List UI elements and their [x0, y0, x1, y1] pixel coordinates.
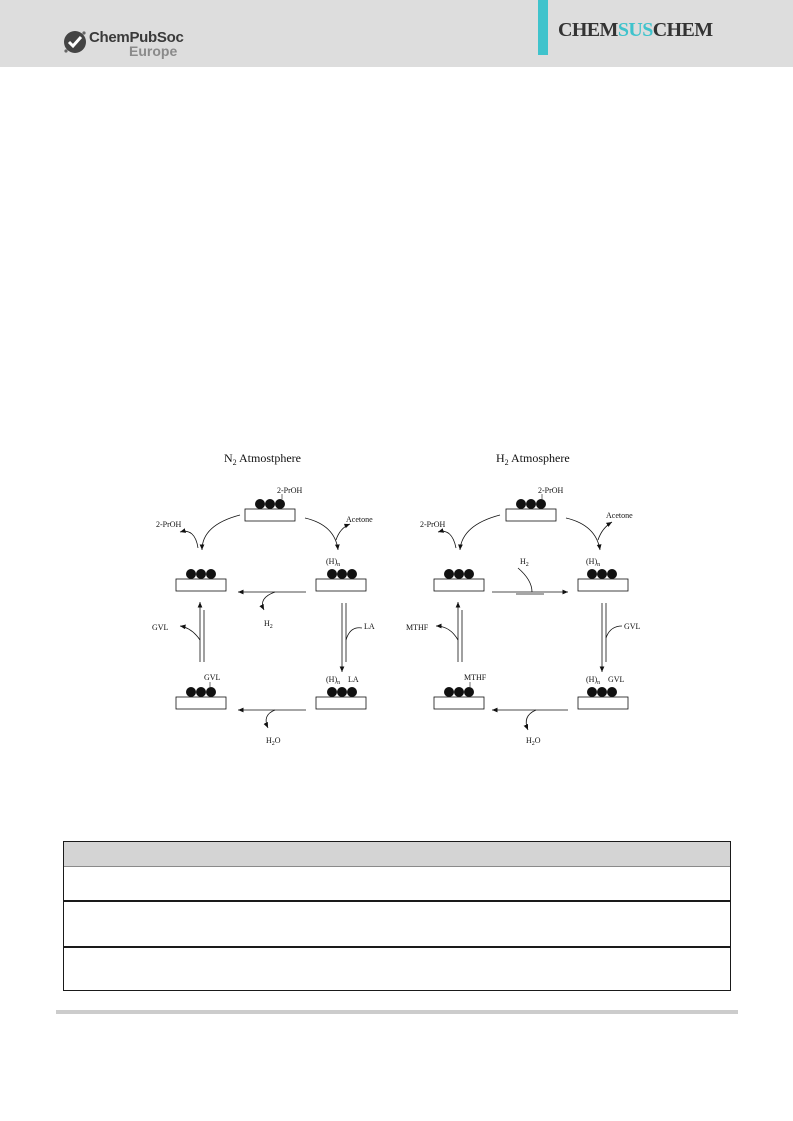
publisher-region: Europe: [129, 43, 178, 59]
n2-h2-label: H2: [264, 619, 273, 630]
h2-bottom-gvl-label: GVL: [608, 675, 625, 684]
catalyst-top-left: [244, 494, 296, 522]
catalyst-top-right-cycle: [505, 494, 557, 522]
publisher-name: ChemPubSoc: [89, 29, 184, 46]
h2-title: H2 Atmosphere: [496, 451, 570, 467]
n2-cycle: N2 Atmostphere 2-PrOH 2-PrOH Acetone (H)…: [152, 451, 375, 747]
table-rule: [64, 946, 730, 948]
h2-uptake-label: H2: [520, 557, 529, 568]
n2-left-in-label: 2-PrOH: [156, 520, 182, 529]
n2-hydride-label: (H)n: [326, 557, 340, 568]
h2-mthf-out-label: MTHF: [406, 623, 429, 632]
journal-title[interactable]: CHEMSUSCHEM: [558, 19, 713, 42]
catalyst-bottom-right: [315, 687, 367, 710]
journal-suffix: CHEM: [652, 19, 713, 41]
catalyst-bottom-right-h2: [577, 687, 629, 710]
journal-middle: SUS: [617, 19, 653, 41]
h2-water-label: H2O: [526, 736, 541, 747]
h2-bottom-hydride-label: (H)n: [586, 675, 600, 686]
catalyst-mid-left: [175, 569, 227, 592]
n2-gvl-out-label: GVL: [152, 623, 169, 632]
accent-bar: [538, 0, 548, 55]
n2-bottom-gvl-label: GVL: [204, 673, 221, 682]
reaction-scheme: N2 Atmostphere 2-PrOH 2-PrOH Acetone (H)…: [152, 451, 641, 747]
n2-bottom-la-label: LA: [348, 675, 359, 684]
catalyst-bottom-left-h2: [433, 682, 485, 710]
publisher-logo[interactable]: ChemPubSoc Europe: [62, 26, 202, 60]
h2-cycle: H2 Atmosphere 2-PrOH 2-PrOH Acetone (H)n…: [406, 451, 641, 747]
h2-bottom-mthf-label: MTHF: [464, 673, 487, 682]
caption-table-header: [64, 842, 730, 867]
table-rule: [64, 900, 730, 902]
n2-acetone-label: Acetone: [346, 515, 373, 524]
n2-water-label: H2O: [266, 736, 281, 747]
n2-arrow-in-2: [179, 528, 199, 549]
n2-la-in-label: LA: [364, 622, 375, 631]
catalyst-mid-right: [315, 569, 367, 592]
n2-title: N2 Atmostphere: [224, 451, 301, 467]
catalyst-mid-left-h2: [433, 569, 485, 592]
h2-hydride-label: (H)n: [586, 557, 600, 568]
catalyst-mid-right-h2: [577, 569, 629, 592]
journal-prefix: CHEM: [558, 19, 618, 41]
n2-top-label: 2-PrOH: [277, 486, 303, 495]
caption-table: [63, 841, 731, 991]
n2-bottom-hydride-label: (H)n: [326, 675, 340, 686]
h2-acetone-label: Acetone: [606, 511, 633, 520]
h2-gvl-in-label: GVL: [624, 622, 641, 631]
h2-top-label: 2-PrOH: [538, 486, 564, 495]
h2-left-in-label: 2-PrOH: [420, 520, 446, 529]
footer-divider: [56, 1010, 738, 1014]
n2-arrow-acetone: [304, 517, 340, 551]
catalyst-bottom-left: [175, 682, 227, 710]
n2-arrow-in: [199, 514, 241, 551]
publisher-emblem-icon: [64, 31, 86, 53]
page-header: ChemPubSoc Europe CHEMSUSCHEM: [0, 0, 793, 67]
